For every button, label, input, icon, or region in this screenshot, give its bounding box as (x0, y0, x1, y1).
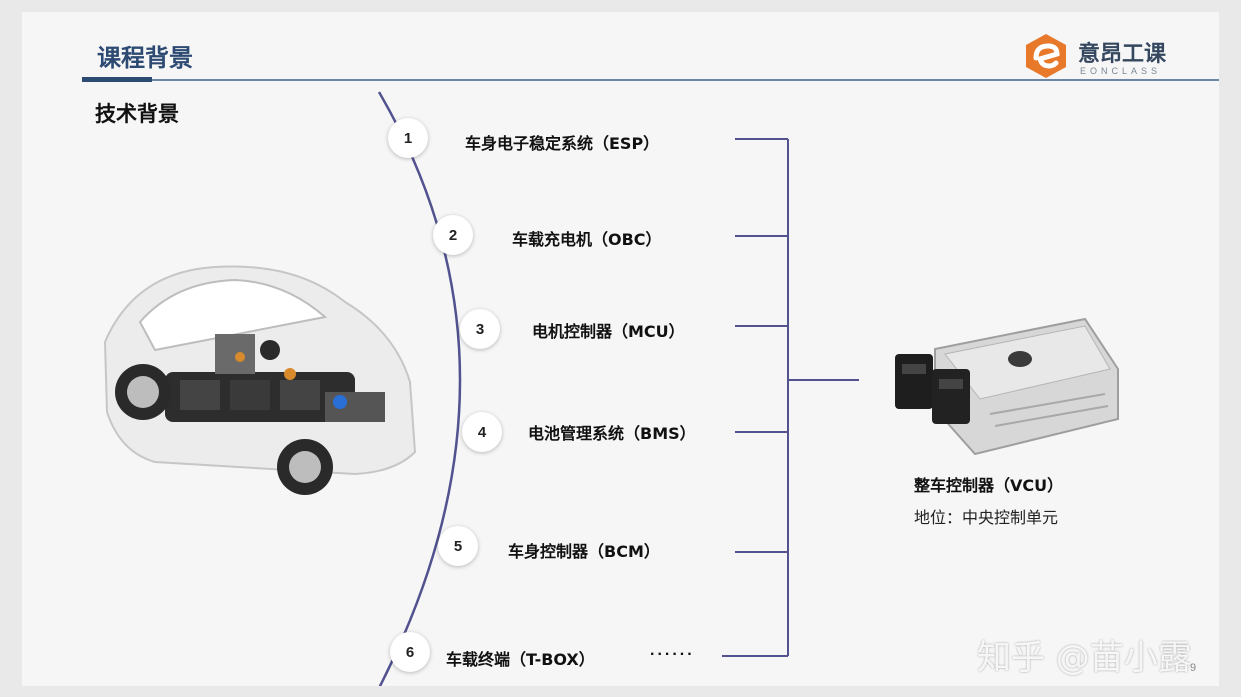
item-label-obc: 车载充电机（OBC） (512, 230, 662, 249)
eonclass-logo-icon (1026, 34, 1066, 78)
vcu-role: 地位：中央控制单元 (914, 508, 1059, 527)
vcu-title: 整车控制器（VCU） (914, 476, 1064, 495)
step-number: 1 (388, 118, 428, 158)
title-divider-accent (82, 77, 152, 82)
item-label-bms: 电池管理系统（BMS） (528, 424, 696, 443)
brand-logo: 意昂工课 EONCLASS (1022, 32, 1182, 82)
bracket-lines (722, 138, 859, 657)
page-number: 9 (1190, 662, 1197, 674)
title-divider (82, 79, 1219, 81)
step-number: 2 (433, 215, 473, 255)
item-label-esp: 车身电子稳定系统（ESP） (465, 134, 660, 153)
watermark: 知乎 @苗小露 (977, 638, 1192, 678)
item-label-bcm: 车身控制器（BCM） (508, 542, 660, 561)
logo-subtext: EONCLASS (1080, 66, 1162, 76)
step-number: 4 (462, 412, 502, 452)
timeline-arc (377, 91, 462, 686)
page-title: 课程背景 (97, 44, 193, 72)
logo-name: 意昂工课 (1078, 42, 1167, 67)
item-label-tbox: 车载终端（T-BOX） (446, 650, 595, 669)
section-subtitle: 技术背景 (95, 102, 179, 126)
step-number: 6 (390, 632, 430, 672)
vcu-module-icon (895, 317, 1119, 456)
item-label-mcu: 电机控制器（MCU） (532, 322, 685, 341)
slide: 课程背景 意昂工课 EONCLASS 技术背景 (22, 12, 1219, 686)
ev-car-icon (103, 265, 417, 495)
more-ellipsis: ...... (650, 642, 695, 659)
step-number: 5 (438, 526, 478, 566)
step-number: 3 (460, 309, 500, 349)
diagram-connectors (377, 91, 859, 686)
